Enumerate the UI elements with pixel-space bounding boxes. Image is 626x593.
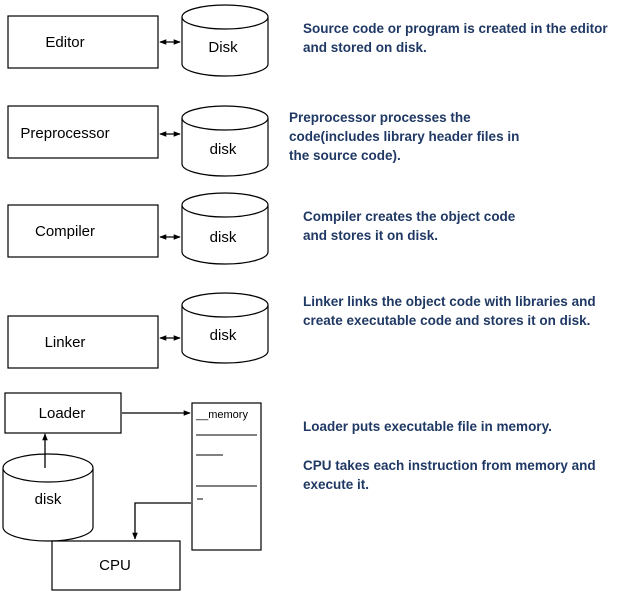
loader-disk-label: disk — [35, 491, 62, 508]
loader-label: Loader — [39, 405, 86, 422]
cpu-description-line-2: execute it. — [303, 477, 370, 492]
preprocessor-description-line-1: Preprocessor processes the — [289, 110, 471, 125]
linker-label: Linker — [45, 334, 86, 351]
cpu-label: CPU — [99, 557, 131, 574]
compiler-label: Compiler — [35, 223, 95, 240]
cpu-description-line-1: CPU takes each instruction from memory a… — [303, 458, 596, 473]
loader-disk — [2, 453, 94, 542]
preprocessor-description: Preprocessor processes the code(includes… — [289, 108, 519, 165]
memory-cpu-arrow — [132, 502, 191, 540]
editor-disk-label: Disk — [208, 39, 238, 56]
editor-description-line-1: Source code or program is created in the… — [303, 21, 608, 36]
execution-stage: Loader disk __memory CPU — [2, 392, 262, 591]
compiler-stage: Compiler disk — [7, 192, 269, 265]
linker-disk — [181, 292, 269, 364]
preprocessor-box — [7, 105, 159, 159]
cpu-description: CPU takes each instruction from memory a… — [303, 456, 596, 494]
preprocessor-stage: Preprocessor disk — [7, 105, 269, 177]
memory-label: __memory — [195, 409, 248, 421]
linker-description: Linker links the object code with librar… — [303, 292, 596, 330]
compiler-description-line-1: Compiler creates the object code — [303, 209, 516, 224]
loader-description-line: Loader puts executable file in memory. — [303, 419, 552, 434]
linker-box — [7, 315, 159, 369]
linker-disk-label: disk — [210, 327, 237, 344]
preprocessor-description-line-2: code(includes library header files in — [289, 129, 520, 144]
editor-description-line-2: and stored on disk. — [303, 40, 427, 55]
editor-label: Editor — [45, 34, 84, 51]
preprocessor-disk — [181, 105, 269, 177]
linker-description-line-2: create executable code and stores it on … — [303, 313, 591, 328]
linker-stage: Linker disk — [7, 292, 269, 369]
editor-disk — [181, 4, 269, 77]
editor-description: Source code or program is created in the… — [303, 19, 608, 57]
compiler-disk-label: disk — [210, 229, 237, 246]
compiler-description-line-2: and stores it on disk. — [303, 228, 439, 243]
loader-description: Loader puts executable file in memory. — [303, 417, 552, 436]
compiler-description: Compiler creates the object code and sto… — [303, 207, 515, 245]
preprocessor-description-line-3: the source code). — [289, 148, 401, 163]
compiler-box — [7, 204, 159, 258]
linker-description-line-1: Linker links the object code with librar… — [303, 294, 596, 309]
preprocessor-disk-label: disk — [210, 141, 237, 158]
editor-stage: Editor Disk — [7, 4, 269, 77]
memory-box — [191, 402, 262, 551]
preprocessor-label: Preprocessor — [20, 125, 109, 142]
cpu-box — [51, 540, 181, 591]
editor-box — [7, 15, 159, 69]
loader-box — [4, 392, 122, 434]
compiler-disk — [181, 192, 269, 265]
